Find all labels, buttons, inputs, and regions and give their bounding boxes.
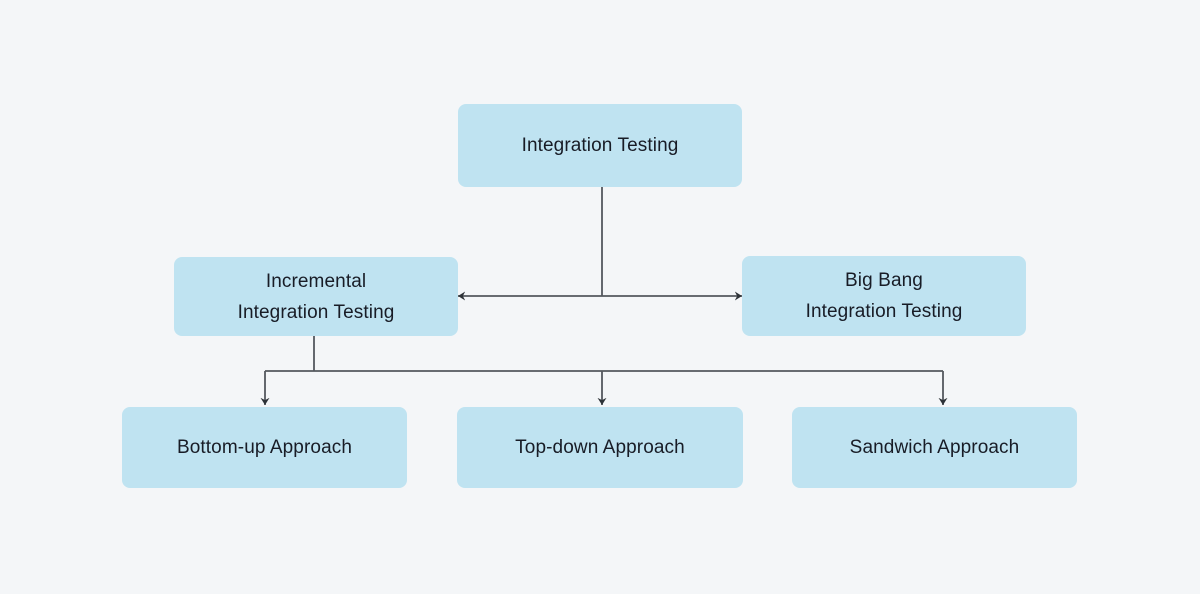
node-top-down-approach: Top-down Approach bbox=[457, 407, 743, 488]
node-incremental-integration-testing: Incremental Integration Testing bbox=[174, 257, 458, 336]
node-label: Incremental bbox=[265, 270, 367, 292]
node-label: Integration Testing bbox=[237, 301, 395, 323]
node-big-bang-integration-testing: Big Bang Integration Testing bbox=[742, 256, 1026, 336]
node-label: Big Bang bbox=[845, 270, 923, 291]
node-label: Sandwich Approach bbox=[849, 437, 1020, 458]
node-label: Top-down Approach bbox=[515, 437, 685, 458]
node-integration-testing: Integration Testing bbox=[458, 104, 742, 187]
node-sandwich-approach: Sandwich Approach bbox=[792, 407, 1077, 488]
node-label: Integration Testing bbox=[521, 135, 679, 156]
node-label: Bottom-up Approach bbox=[176, 437, 353, 458]
node-label: Integration Testing bbox=[805, 301, 963, 322]
node-bottom-up-approach: Bottom-up Approach bbox=[122, 407, 407, 488]
